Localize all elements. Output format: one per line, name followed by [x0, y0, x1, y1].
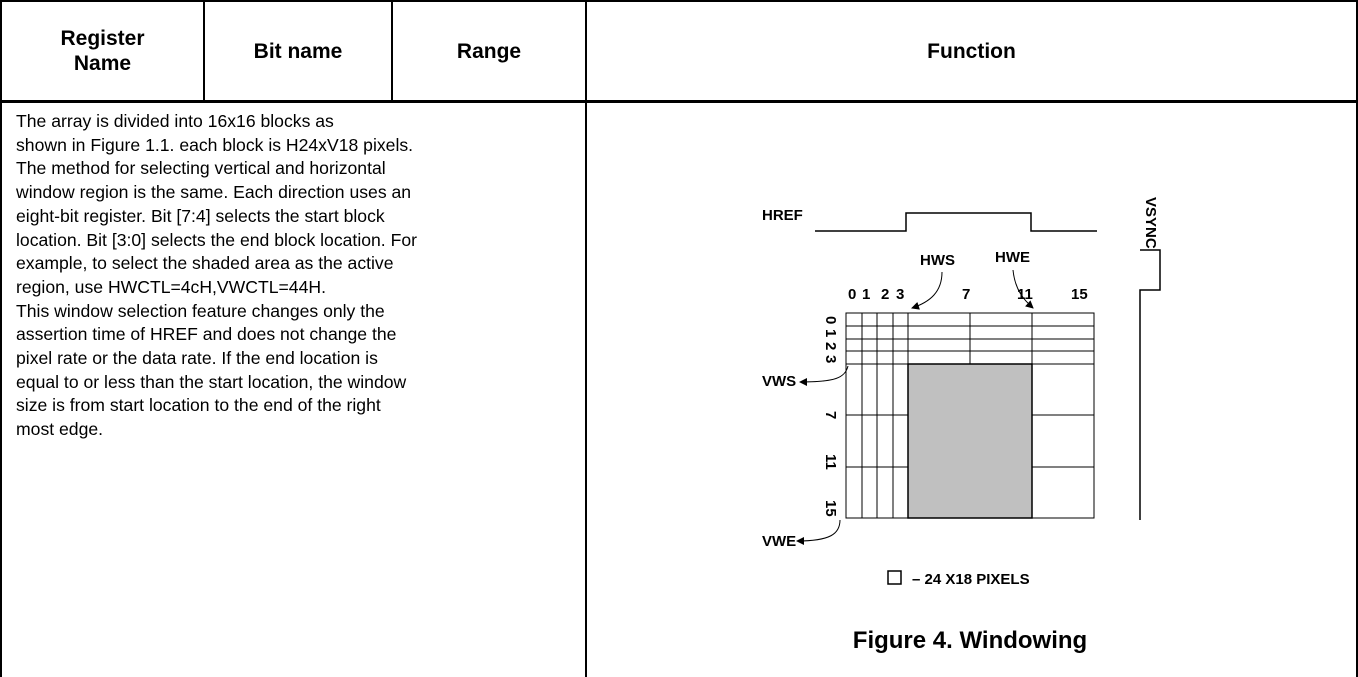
table-col-divider-3 — [585, 0, 587, 677]
description-line: region, use HWCTL=4cH,VWCTL=44H. — [16, 276, 326, 297]
description-line: The method for selecting vertical and ho… — [16, 158, 386, 179]
legend-block-icon — [887, 570, 902, 585]
vwe-label: VWE — [762, 533, 796, 550]
description-line: assertion time of HREF and does not chan… — [16, 324, 397, 345]
hws-pointer — [911, 271, 943, 310]
row-label-7: 7 — [822, 411, 839, 419]
row-label-3: 3 — [822, 355, 839, 363]
href-waveform — [815, 212, 1097, 232]
header-range: Range — [456, 39, 522, 63]
description-line: equal to or less than the start location… — [16, 371, 407, 392]
col-label-7: 7 — [962, 286, 970, 303]
table-border-top — [0, 0, 1358, 2]
description-line: location. Bit [3:0] selects the end bloc… — [16, 229, 417, 250]
row-label-15: 15 — [822, 500, 839, 517]
description-line: window region is the same. Each directio… — [16, 182, 412, 203]
column-labels: 0 1 2 3 7 11 15 — [848, 286, 1088, 303]
description-line: This window selection feature changes on… — [16, 300, 385, 321]
header-function: Function — [927, 39, 1016, 63]
href-label: HREF — [762, 207, 803, 224]
row-label-1: 1 — [822, 329, 839, 337]
description-line: The array is divided into 16x16 blocks a… — [16, 111, 334, 131]
figure-caption: Figure 4. Windowing — [852, 627, 1088, 654]
vsync-waveform — [1139, 249, 1161, 520]
active-window-shade — [907, 363, 1033, 519]
legend-text: – 24 X18 PIXELS — [912, 571, 1030, 588]
table-border-right — [1356, 0, 1358, 677]
vwe-pointer — [796, 519, 841, 545]
description-line: eight-bit register. Bit [7:4] selects th… — [16, 205, 385, 226]
description-line: most edge. — [16, 419, 104, 440]
col-label-2: 2 — [881, 286, 889, 303]
col-label-15: 15 — [1071, 286, 1088, 303]
row-label-11: 11 — [822, 454, 839, 470]
header-register-line2: Name — [73, 52, 132, 75]
header-register-line1: Register — [60, 27, 145, 50]
description-line: shown in Figure 1.1. each block is H24xV… — [16, 134, 414, 155]
col-label-1: 1 — [862, 286, 870, 303]
vws-label: VWS — [762, 373, 796, 390]
table-header-rule — [0, 100, 1358, 103]
col-label-11: 11 — [1017, 286, 1033, 303]
hwe-pointer — [1012, 269, 1034, 309]
hws-label: HWS — [920, 252, 955, 269]
header-register-name: Register Name — [2, 2, 203, 100]
vws-pointer — [799, 365, 849, 386]
hwe-label: HWE — [995, 249, 1030, 266]
row-label-0: 0 — [822, 316, 839, 324]
description-line: pixel rate or the data rate. If the end … — [16, 348, 378, 369]
header-bit-name: Bit name — [253, 39, 343, 63]
description-text: The array is divided into 16x16 blocks a… — [16, 110, 586, 442]
description-line: example, to select the shaded area as th… — [16, 253, 394, 274]
row-label-2: 2 — [822, 342, 839, 350]
vsync-label: VSYNC — [1142, 197, 1159, 249]
col-label-0: 0 — [848, 286, 856, 303]
col-label-3: 3 — [896, 286, 904, 303]
row-labels: 0 1 2 3 7 11 15 — [822, 316, 839, 517]
table-col-divider-2 — [391, 0, 393, 100]
table-border-left — [0, 0, 2, 677]
table-col-divider-1 — [203, 0, 205, 100]
description-line: size is from start location to the end o… — [16, 395, 381, 416]
